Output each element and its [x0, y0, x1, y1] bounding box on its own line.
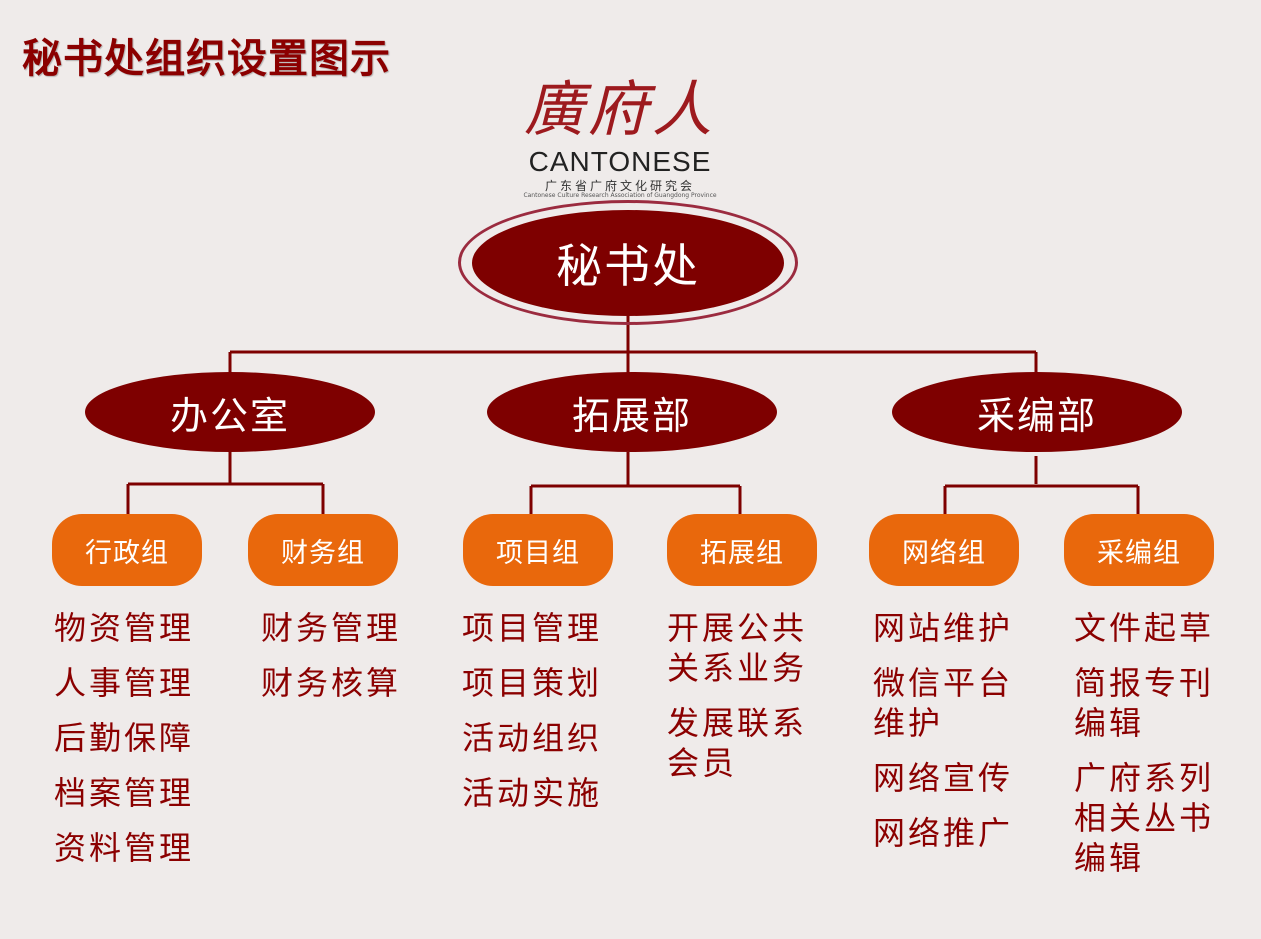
task-item: 活动组织	[462, 719, 603, 757]
task-item: 档案管理	[54, 774, 195, 812]
dept-node-office: 办公室	[85, 372, 375, 452]
root-node: 秘书处	[472, 210, 784, 316]
logo-script-text: 廣府人	[524, 75, 716, 145]
task-item: 开展公共关系业务	[667, 609, 808, 687]
task-list-project: 项目管理 项目策划 活动组织 活动实施	[462, 608, 602, 828]
task-item: 广府系列相关丛书编辑	[1074, 759, 1215, 877]
task-item: 网络推广	[873, 814, 1014, 852]
task-item: 人事管理	[54, 664, 195, 702]
task-item: 网站维护	[873, 609, 1014, 647]
dept-node-editorial: 采编部	[892, 372, 1182, 452]
logo-latin-text: CANTONESE	[528, 146, 712, 177]
cantonese-logo: 廣府人 CANTONESE 广东省广府文化研究会 Cantonese Cultu…	[500, 70, 740, 200]
task-item: 微信平台维护	[873, 664, 1014, 742]
task-item: 财务核算	[261, 664, 402, 702]
root-node-ring	[458, 200, 798, 325]
task-item: 简报专刊编辑	[1074, 664, 1215, 742]
task-item: 财务管理	[261, 609, 402, 647]
group-node-project: 项目组	[463, 514, 613, 586]
task-item: 物资管理	[54, 609, 195, 647]
task-item: 网络宣传	[873, 759, 1014, 797]
dept-node-expansion: 拓展部	[487, 372, 777, 452]
task-list-admin: 物资管理 人事管理 后勤保障 档案管理 资料管理	[54, 608, 194, 883]
task-list-expansion: 开展公共关系业务 发展联系会员	[667, 608, 817, 798]
logo-tiny-text: Cantonese Culture Research Association o…	[523, 192, 717, 199]
task-list-editorial: 文件起草 简报专刊编辑 广府系列相关丛书编辑	[1074, 608, 1224, 893]
task-item: 活动实施	[462, 774, 603, 812]
group-node-editorial: 采编组	[1064, 514, 1214, 586]
page-title: 秘书处组织设置图示	[22, 36, 391, 82]
logo-subtitle: 广东省广府文化研究会	[544, 179, 695, 193]
task-list-finance: 财务管理 财务核算	[261, 608, 401, 718]
task-item: 发展联系会员	[667, 704, 808, 782]
group-node-network: 网络组	[869, 514, 1019, 586]
group-node-admin: 行政组	[52, 514, 202, 586]
task-list-network: 网站维护 微信平台维护 网络宣传 网络推广	[873, 608, 1023, 868]
task-item: 项目管理	[462, 609, 603, 647]
task-item: 后勤保障	[54, 719, 195, 757]
group-node-finance: 财务组	[248, 514, 398, 586]
task-item: 项目策划	[462, 664, 603, 702]
group-node-expansion: 拓展组	[667, 514, 817, 586]
task-item: 文件起草	[1074, 609, 1215, 647]
task-item: 资料管理	[54, 829, 195, 867]
